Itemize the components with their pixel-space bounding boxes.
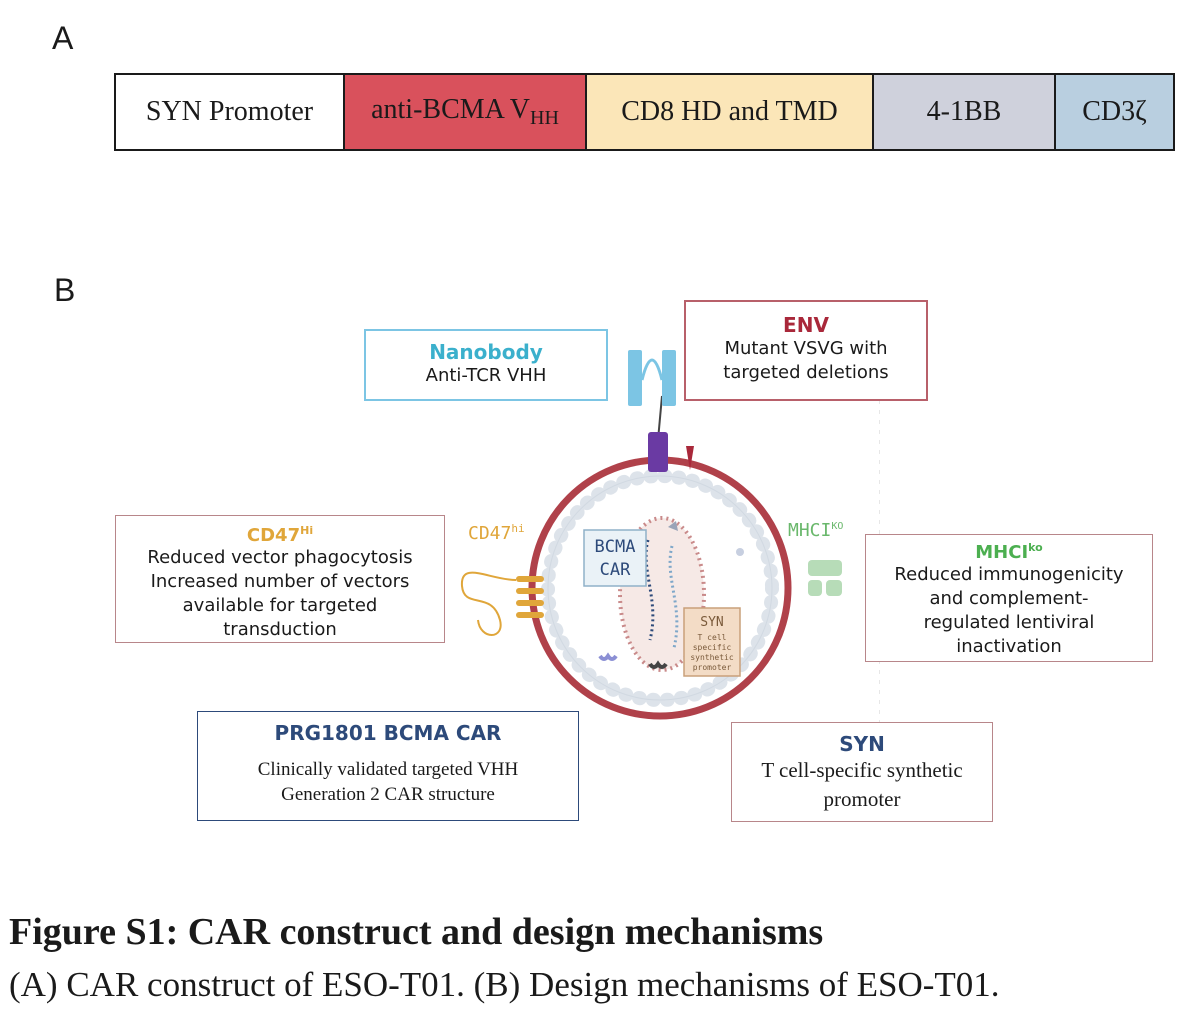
prg1801-line: Clinically validated targeted VHH bbox=[257, 759, 519, 780]
mhci-line: Reduced immunogenicity bbox=[894, 564, 1124, 585]
rna-strand-icon bbox=[668, 545, 679, 649]
lentiviral-vector-diagram: BCMA CAR SYN T cell specific synthetic p… bbox=[460, 350, 880, 730]
syn-tag-line: T cell bbox=[698, 633, 727, 642]
segment-cd3zeta-label: CD3ζ bbox=[1082, 96, 1147, 127]
panel-a-letter: A bbox=[52, 20, 74, 56]
protein-icon bbox=[598, 652, 618, 661]
syn-tag-line: promoter bbox=[693, 663, 732, 672]
env-line: targeted deletions bbox=[723, 362, 889, 383]
rna-strand-icon bbox=[644, 539, 655, 641]
nanobody-text: Anti-TCR VHH bbox=[425, 365, 547, 386]
cd47-box: CD47Hi Reduced vector phagocytosis Incre… bbox=[115, 515, 445, 643]
mhci-virion-label: MHCIKO bbox=[788, 520, 844, 541]
syn-tag-line: specific bbox=[693, 643, 732, 652]
syn-title: SYN bbox=[839, 732, 885, 756]
prg1801-title: PRG1801 BCMA CAR bbox=[274, 721, 502, 745]
car-construct-bar: SYN Promoter anti-BCMA VHH CD8 HD and TM… bbox=[114, 73, 1175, 151]
bcma-tag-line2: CAR bbox=[600, 560, 631, 580]
nanobody-anchor-icon bbox=[648, 432, 668, 472]
panel-b-letter: B bbox=[54, 272, 76, 308]
syn-tag-title: SYN bbox=[700, 615, 723, 630]
mhci-ko-icon bbox=[808, 560, 842, 596]
bcma-car-tag bbox=[583, 529, 647, 587]
mhci-title: MHCIko bbox=[975, 541, 1043, 563]
mhci-line: inactivation bbox=[956, 636, 1062, 657]
env-line: Mutant VSVG with bbox=[724, 338, 888, 359]
segment-4-1bb-label: 4-1BB bbox=[926, 96, 1002, 127]
syn-line: promoter bbox=[823, 787, 901, 811]
nanobody-title: Nanobody bbox=[429, 340, 543, 364]
bcma-tag-line1: BCMA bbox=[595, 537, 636, 557]
mhci-line: regulated lentiviral bbox=[923, 612, 1095, 633]
syn-promoter-tag bbox=[683, 607, 741, 677]
segment-cd8-hd-tmd: CD8 HD and TMD bbox=[587, 75, 874, 149]
syn-box: SYN T cell-specific synthetic promoter bbox=[731, 722, 993, 822]
nanobody-domain-icon bbox=[628, 350, 642, 406]
segment-anti-bcma-label: anti-BCMA VHH bbox=[371, 94, 559, 129]
cd47-protein-icon bbox=[460, 571, 544, 636]
cd47-line: available for targeted bbox=[182, 595, 378, 616]
segment-4-1bb: 4-1BB bbox=[874, 75, 1056, 149]
segment-cd3zeta: CD3ζ bbox=[1056, 75, 1173, 149]
mhci-box: MHCIko Reduced immunogenicity and comple… bbox=[865, 534, 1153, 662]
protein-icon bbox=[648, 660, 668, 669]
env-box: ENV Mutant VSVG with targeted deletions bbox=[684, 300, 928, 401]
syn-tag-line: synthetic bbox=[690, 653, 734, 662]
segment-syn-promoter: SYN Promoter bbox=[116, 75, 345, 149]
mhci-line: and complement- bbox=[929, 588, 1089, 609]
figure-caption-text: (A) CAR construct of ESO-T01. (B) Design… bbox=[9, 965, 1000, 1004]
env-title: ENV bbox=[783, 313, 829, 337]
prg1801-box: PRG1801 BCMA CAR Clinically validated ta… bbox=[197, 711, 579, 821]
prg1801-line: Generation 2 CAR structure bbox=[281, 784, 495, 805]
cd47-virion-label: CD47hi bbox=[468, 522, 525, 544]
segment-cd8-label: CD8 HD and TMD bbox=[621, 96, 838, 127]
env-glycoprotein-icon bbox=[686, 446, 694, 470]
cd47-line: transduction bbox=[223, 619, 337, 640]
segment-syn-promoter-label: SYN Promoter bbox=[145, 96, 314, 127]
cd47-line: Increased number of vectors bbox=[150, 571, 410, 592]
cd47-title: CD47Hi bbox=[246, 524, 314, 546]
figure-caption-title: Figure S1: CAR construct and design mech… bbox=[9, 911, 824, 953]
syn-line: T cell-specific synthetic bbox=[761, 758, 963, 782]
cd47-line: Reduced vector phagocytosis bbox=[147, 547, 413, 568]
segment-anti-bcma-vhh: anti-BCMA VHH bbox=[345, 75, 587, 149]
nanobody-box: Nanobody Anti-TCR VHH bbox=[364, 329, 608, 401]
